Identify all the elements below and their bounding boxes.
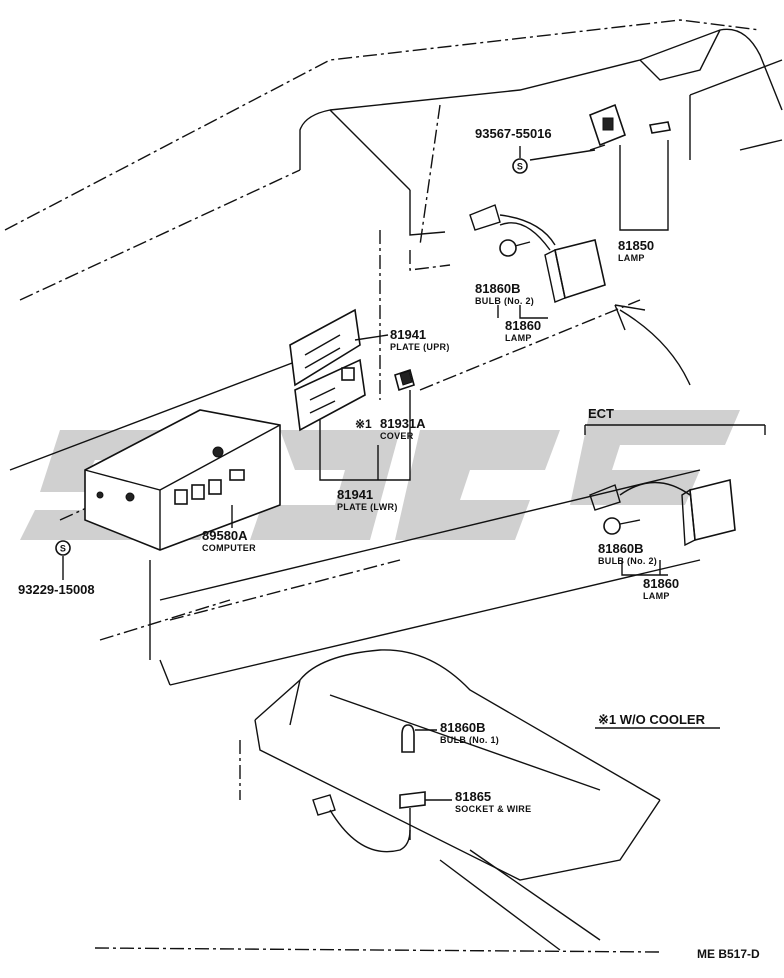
leader-lines [62,146,720,801]
label-ect-title: ECT [588,406,614,421]
label-81860-ect-number: 81860 [643,576,679,591]
label-81850-name: LAMP [618,253,645,263]
s-mark-top: S [512,158,528,174]
label-81860-ect-name: LAMP [643,591,670,601]
label-81931a-name: COVER [380,431,414,441]
label-81850-number: 81850 [618,238,654,253]
label-81931a-number: 81931A [380,416,426,431]
label-93567-number: 93567-55016 [475,126,552,141]
computer-unit [84,409,281,551]
label-81860b-ect-number: 81860B [598,541,644,556]
label-81941-lwr-number: 81941 [337,487,373,502]
label-89580a-name: COMPUTER [202,543,256,553]
label-81865-number: 81865 [455,789,491,804]
label-81865-name: SOCKET & WIRE [455,804,531,814]
label-81860-top-number: 81860 [505,318,541,333]
label-81941-lwr-name: PLATE (LWR) [337,502,398,512]
lamp-upper [469,204,606,303]
plate-upper [289,308,361,387]
label-81860b-top-number: 81860B [475,281,521,296]
ect-inset [584,424,766,547]
label-81931a-mark: ※1 [355,417,372,431]
label-81860b-ect-name: BULB (No. 2) [598,556,657,566]
svg-text:S: S [517,162,523,172]
label-89580a-number: 89580A [202,528,248,543]
label-81860b-low-number: 81860B [440,720,486,735]
drawing-reference-code: ME B517-D [697,947,760,961]
label-93229-number: 93229-15008 [18,582,95,597]
label-81941-upr-name: PLATE (UPR) [390,342,450,352]
label-81941-upr-number: 81941 [390,327,426,342]
label-81860-top-name: LAMP [505,333,532,343]
center-console [239,649,661,951]
svg-text:S: S [60,544,66,554]
bulb-socket-lower [312,724,426,853]
label-81860b-low-name: BULB (No. 1) [440,735,499,745]
lamp-81850 [589,103,671,231]
label-note-wo-cooler: ※1 W/O COOLER [598,712,706,727]
arrow-to-detail [614,304,691,386]
bottom-edge-line [94,947,661,953]
cover-part [394,368,415,392]
plate-lower [294,358,366,432]
label-81860b-top-name: BULB (No. 2) [475,296,534,306]
dashboard-outline [4,19,783,686]
s-mark-left: S [55,540,71,556]
